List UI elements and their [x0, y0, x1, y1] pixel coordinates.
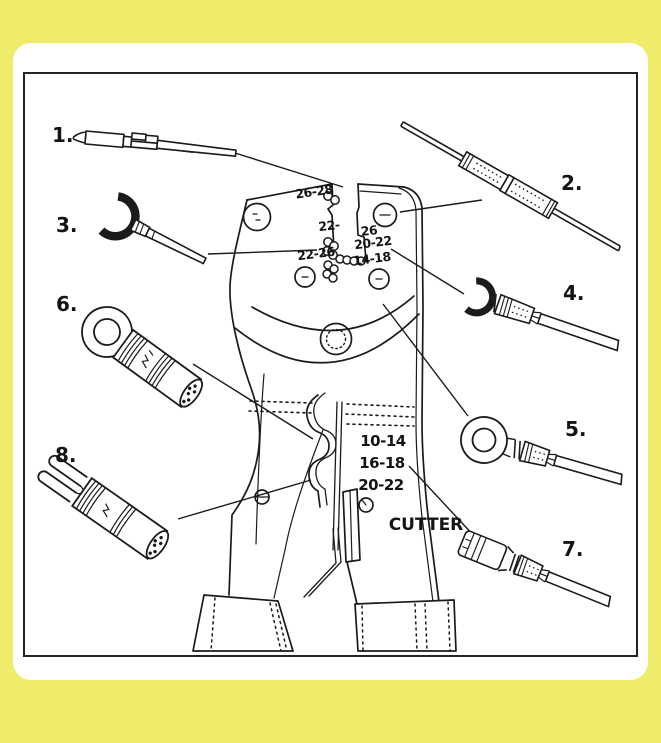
crimping-tool-drawing — [192, 183, 457, 652]
leader-item4 — [390, 248, 465, 295]
item-number-1: 1. — [52, 123, 74, 147]
item-number-8: 8. — [55, 443, 77, 467]
leader-item8 — [177, 479, 312, 520]
tool-head-top-right-inner — [359, 190, 402, 195]
label-jaw-26-28: 26-28 — [294, 181, 333, 201]
tool-left-inner-line — [255, 373, 265, 545]
tool-right-edge-inner — [398, 187, 434, 603]
linkage-rod — [303, 527, 342, 598]
label-strip-16-18: 16-18 — [359, 454, 405, 472]
bolt-holes — [242, 202, 398, 290]
right-shank-edge — [346, 561, 358, 605]
leader-item2 — [399, 199, 483, 213]
disconnect-terminal-drawing — [457, 530, 612, 608]
crimper-diagram-svg: 26-28 22- 26 20-22 14-18 22-26 10-14 16-… — [37, 121, 623, 652]
tool-right-edge-outer — [403, 186, 440, 603]
label-jaw-26: 26 — [360, 222, 379, 239]
cutter-bar — [342, 488, 361, 563]
label-jaw-22: 22- — [318, 217, 341, 234]
label-strip-20-22: 20-22 — [358, 476, 404, 494]
item-number-4: 4. — [563, 281, 585, 305]
label-cutter: CUTTER — [389, 515, 464, 535]
item-number-2: 2. — [561, 171, 583, 195]
tool-left-edge — [228, 199, 261, 596]
item-number-7: 7. — [562, 537, 584, 561]
label-jaw-14-18: 14-18 — [352, 249, 391, 268]
stripper-notches-inner — [313, 392, 337, 506]
leader-item3 — [207, 249, 318, 255]
pivot-bolt — [319, 322, 353, 356]
ring-terminal-drawing — [460, 416, 623, 486]
stripper-notches-outer — [305, 394, 330, 508]
leader-item1 — [234, 152, 344, 188]
tool-left-shank-right-edge — [273, 429, 324, 599]
rivet-cutter — [358, 497, 374, 513]
fork-terminal-insulated-drawing — [464, 277, 620, 352]
cutter-bar-inner — [349, 489, 353, 562]
item-number-3: 3. — [56, 213, 78, 237]
rivet-left — [254, 489, 270, 505]
right-handle-grip — [354, 599, 457, 652]
label-strip-10-14: 10-14 — [360, 432, 406, 450]
ring-lug-large-drawing — [81, 306, 204, 409]
item-number-6: 6. — [56, 292, 78, 316]
crimp-teeth-beads — [322, 191, 366, 283]
fork-lug-large-drawing — [37, 454, 170, 560]
leader-item6 — [192, 363, 314, 440]
butt-connector-drawing — [400, 121, 621, 252]
diagram-box: 26-28 22- 26 20-22 14-18 22-26 10-14 16-… — [23, 72, 638, 657]
item-number-5: 5. — [565, 417, 587, 441]
pin-terminal-drawing — [72, 130, 237, 157]
fork-terminal-small-drawing — [98, 192, 208, 265]
blade-edge-lines — [332, 401, 343, 551]
label-jaw-20-22: 20-22 — [353, 233, 392, 252]
jaw-arc-upper — [251, 295, 415, 332]
hidden-edge-dotted-lines — [248, 400, 415, 427]
left-handle-grip — [192, 594, 294, 652]
tool-head-top-left-edge — [246, 183, 333, 201]
jaw-arc-lower — [234, 313, 420, 364]
leader-item5 — [382, 303, 469, 417]
tool-head-top-right-edge — [357, 183, 405, 188]
label-jaw-22-26: 22-26 — [296, 244, 336, 264]
